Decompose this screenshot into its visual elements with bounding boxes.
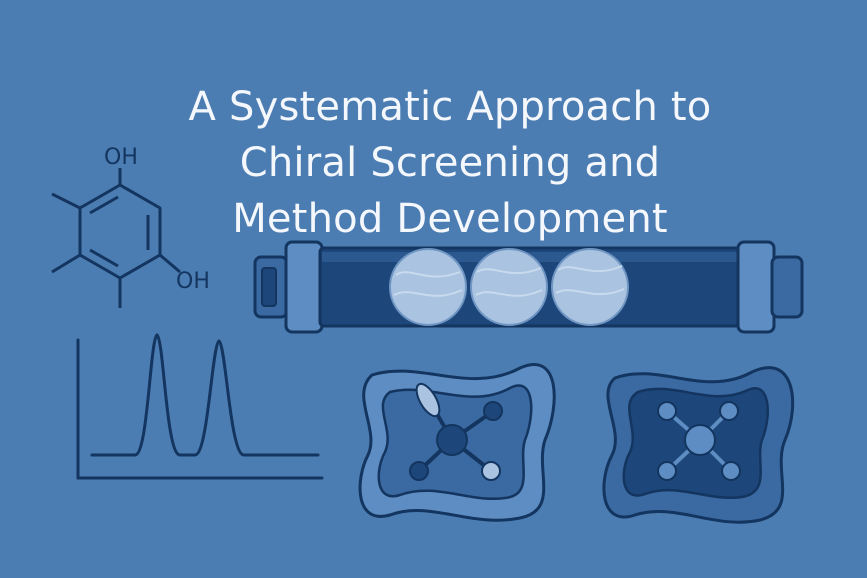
chromatogram-icon [76,333,324,480]
page-title: A Systematic Approach to Chiral Screenin… [0,79,867,247]
benzene-ring-icon [51,168,181,308]
title-line-1: A Systematic Approach to [188,83,712,130]
title-line-3: Method Development [232,195,668,242]
molecule-label-right: OH [176,269,210,294]
molecule-label-top: OH [104,145,138,170]
chiral-selector-cell-icon [602,366,795,524]
hplc-column-icon [253,240,804,334]
title-line-2: Chiral Screening and [239,139,661,186]
chiral-selector-cell-icon [358,363,556,522]
